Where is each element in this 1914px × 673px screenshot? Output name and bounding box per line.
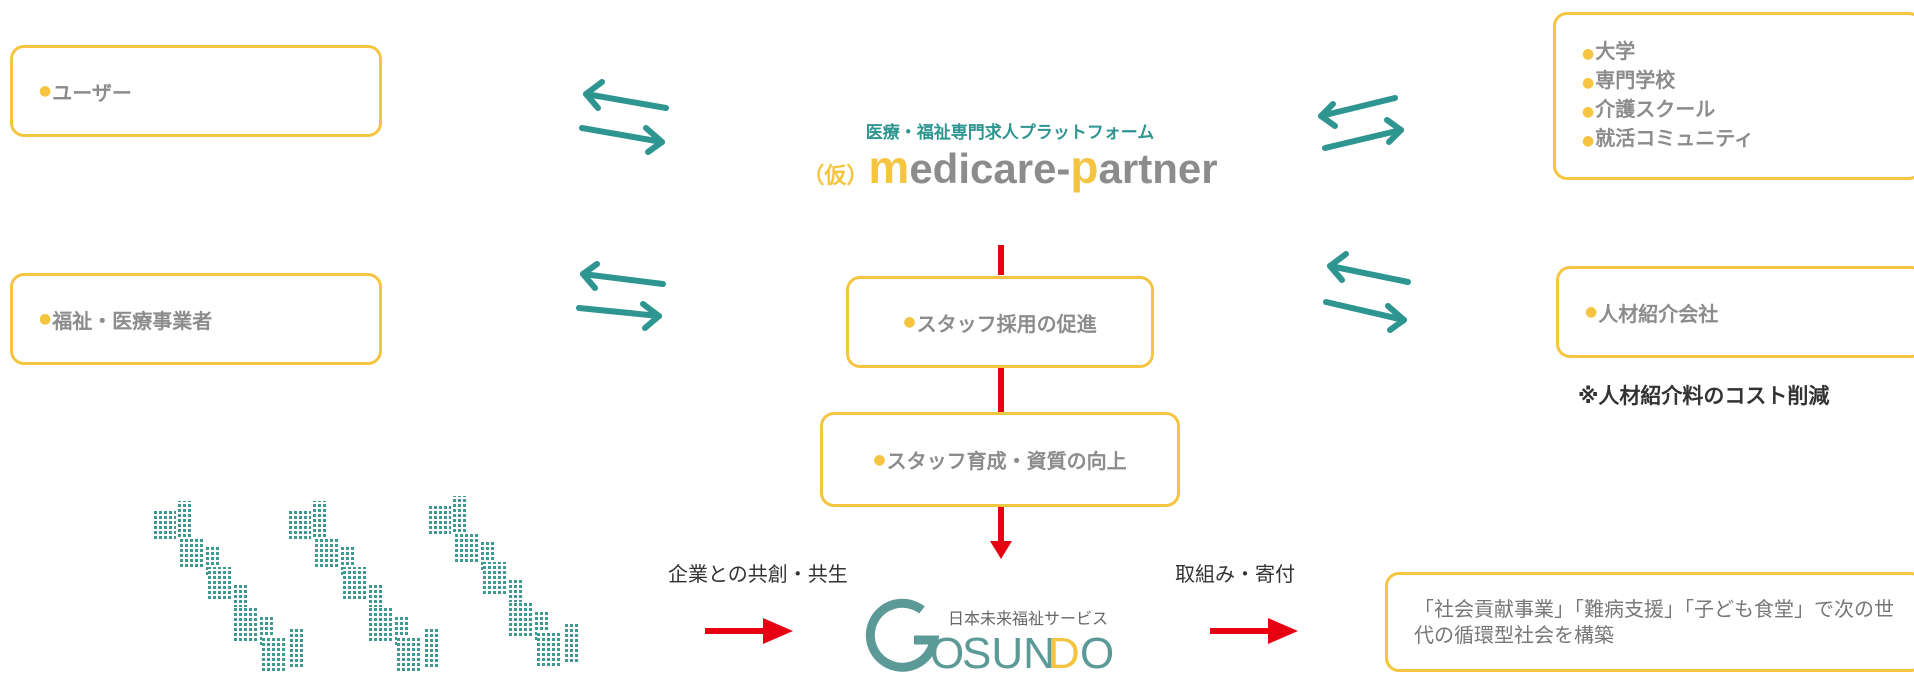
building-icon — [178, 501, 192, 537]
svg-text:SUN: SUN — [962, 629, 1055, 673]
building-icon — [483, 562, 507, 594]
brand-p: p — [1070, 141, 1099, 193]
building-icon — [453, 496, 467, 532]
building-icon — [565, 622, 579, 662]
user-box: ● ユーザー — [10, 45, 382, 137]
svg-text:O: O — [1080, 629, 1114, 673]
cocreate-label: 企業との共創・共生 — [668, 562, 848, 586]
brand-prefix: （仮） — [802, 163, 869, 188]
donate-label: 取組み・寄付 — [1175, 562, 1295, 586]
agency-label: 人材紹介会社 — [1598, 301, 1719, 326]
exchange-arrows-icon — [579, 79, 669, 155]
welfare-provider-box: ● 福祉・医療事業者 — [10, 273, 382, 365]
building-illustration — [150, 495, 610, 673]
right-arrow-icon — [705, 618, 793, 644]
schools-box: ●大学 ●専門学校 ●介護スクール ●就活コミュニティ — [1553, 12, 1914, 180]
bullet-icon: ● — [1582, 133, 1595, 149]
building-icon — [154, 509, 176, 539]
exchange-arrows-icon — [1318, 95, 1404, 151]
building-icon — [537, 632, 561, 666]
building-icon — [509, 602, 533, 636]
building-icon — [425, 627, 439, 667]
bullet-icon: ● — [39, 83, 52, 99]
exchange-arrows-icon — [576, 261, 666, 331]
bullet-icon: ● — [1585, 304, 1598, 320]
building-icon — [429, 504, 451, 534]
bullet-icon: ● — [1582, 75, 1595, 91]
staff-recruit-label: スタッフ採用の促進 — [916, 311, 1097, 336]
svg-text:O: O — [930, 629, 964, 673]
building-icon — [455, 532, 479, 562]
building-icon — [397, 637, 421, 671]
building-icon — [208, 567, 232, 599]
school-item: ●介護スクール — [1582, 97, 1716, 121]
right-arrow-icon — [1210, 618, 1298, 644]
platform-subtitle: 医療・福祉専門求人プラットフォーム — [865, 123, 1155, 143]
building-icon — [234, 583, 248, 613]
bullet-icon: ● — [903, 314, 916, 330]
agency-box: ● 人材紹介会社 — [1556, 266, 1914, 358]
staff-develop-label: スタッフ育成・資質の向上 — [886, 449, 1127, 473]
svg-text:D: D — [1048, 629, 1080, 673]
user-label: ユーザー — [52, 80, 132, 105]
building-icon — [315, 537, 339, 567]
exchange-arrows-icon — [1323, 251, 1411, 333]
red-connector — [998, 245, 1004, 275]
welfare-provider-label: 福祉・医療事業者 — [52, 308, 213, 333]
social-contribution-box: 「社会貢献事業」「難病支援」「子ども食堂」で次の世代の循環型社会を構築 — [1385, 572, 1914, 672]
brand-end: artner — [1098, 145, 1218, 192]
building-icon — [313, 501, 327, 537]
school-item: ●就活コミュニティ — [1582, 126, 1755, 150]
platform-brand-title: （仮）medicare-partner — [700, 140, 1320, 194]
building-icon — [262, 637, 286, 671]
building-icon — [509, 578, 523, 608]
bullet-icon: ● — [39, 311, 52, 327]
building-icon — [180, 537, 204, 567]
bullet-icon: ● — [873, 451, 886, 468]
building-icon — [289, 509, 311, 539]
brand-m: m — [868, 141, 910, 193]
brand-mid: edicare- — [909, 145, 1071, 192]
gosundo-logo: O SUN D O — [865, 598, 1114, 673]
building-icon — [343, 567, 367, 599]
staff-develop-box: ● スタッフ育成・資質の向上 — [820, 412, 1180, 507]
bullet-icon: ● — [1582, 104, 1595, 120]
social-contribution-text: 「社会貢献事業」「難病支援」「子ども食堂」で次の世代の循環型社会を構築 — [1414, 597, 1894, 647]
gosundo-caption: 日本未来福祉サービス — [948, 609, 1109, 628]
school-item: ●専門学校 — [1582, 68, 1676, 92]
building-icon — [234, 607, 258, 641]
building-icon — [290, 627, 304, 667]
staff-recruit-box: ● スタッフ採用の促進 — [846, 276, 1154, 368]
agency-note: ※人材紹介料のコスト削減 — [1578, 384, 1830, 408]
building-icon — [369, 583, 383, 613]
red-connector — [998, 366, 1004, 412]
building-icon — [369, 607, 393, 641]
school-item: ●大学 — [1582, 39, 1636, 63]
bullet-icon: ● — [1582, 46, 1595, 62]
down-arrow-icon — [990, 505, 1012, 559]
